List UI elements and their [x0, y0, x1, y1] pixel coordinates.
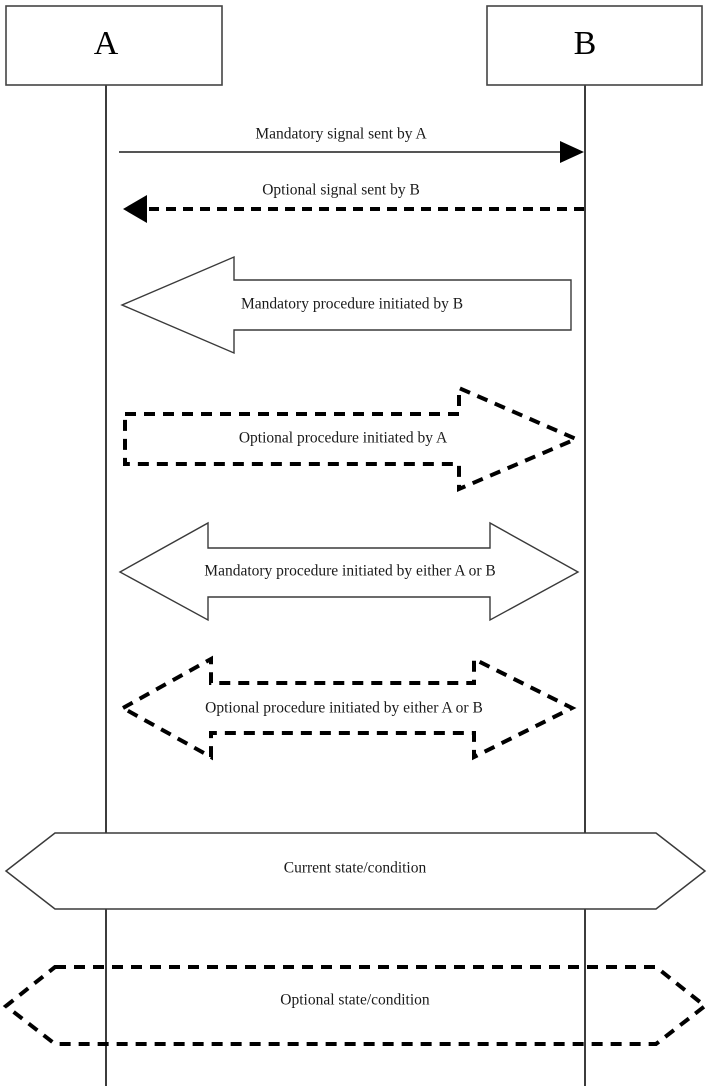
- mandatory-signal-arrowhead: [560, 141, 584, 163]
- actor-label-b: B: [574, 25, 597, 62]
- optional-procedure-either-shape: [118, 655, 577, 761]
- optional-signal-label: Optional signal sent by B: [262, 182, 420, 199]
- optional-state-shape: [2, 965, 709, 1046]
- mandatory-procedure-either-label: Mandatory procedure initiated by either …: [204, 563, 495, 580]
- actor-label-a: A: [94, 25, 119, 62]
- actor-box-a[interactable]: [5, 5, 223, 86]
- current-state-shape: [4, 832, 707, 910]
- mandatory-procedure-b-label: Mandatory procedure initiated by B: [241, 296, 463, 313]
- optional-procedure-either-label: Optional procedure initiated by either A…: [205, 700, 483, 717]
- message-optional-procedure-either[interactable]: Optional procedure initiated by either A…: [118, 655, 577, 761]
- optional-state-label: Optional state/condition: [280, 992, 430, 1009]
- state-current[interactable]: Current state/condition: [4, 832, 707, 910]
- mandatory-signal-label: Mandatory signal sent by A: [255, 126, 427, 143]
- message-optional-signal[interactable]: Optional signal sent by B: [123, 182, 584, 223]
- mandatory-procedure-b-shape: [120, 255, 572, 355]
- optional-signal-arrowhead: [123, 195, 147, 223]
- message-mandatory-signal[interactable]: Mandatory signal sent by A: [119, 126, 584, 163]
- mandatory-procedure-either-shape: [118, 521, 580, 622]
- state-optional[interactable]: Optional state/condition: [2, 965, 709, 1046]
- message-optional-procedure-a[interactable]: Optional procedure initiated by A: [123, 384, 582, 493]
- message-mandatory-procedure-b[interactable]: Mandatory procedure initiated by B: [120, 255, 572, 355]
- message-mandatory-procedure-either[interactable]: Mandatory procedure initiated by either …: [118, 521, 580, 622]
- optional-procedure-a-shape: [123, 384, 582, 493]
- actor-box-b[interactable]: [486, 5, 703, 86]
- current-state-label: Current state/condition: [284, 860, 427, 877]
- optional-procedure-a-label: Optional procedure initiated by A: [239, 430, 448, 447]
